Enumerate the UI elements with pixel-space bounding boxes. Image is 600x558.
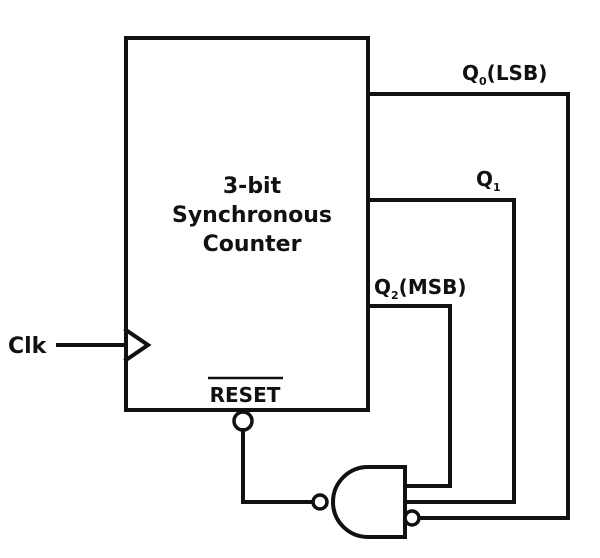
- q0-input-inversion-bubble: [403, 509, 421, 527]
- counter-title-line3: Counter: [203, 232, 302, 257]
- reset-wire: [241, 428, 314, 504]
- q2-label: Q2(MSB): [374, 275, 467, 302]
- q0-feedback-wire: [366, 92, 570, 520]
- reset-label: RESET: [210, 383, 281, 407]
- q1-label: Q1: [476, 167, 501, 194]
- q0-label: Q0(LSB): [462, 61, 547, 88]
- counter-title-line1: 3-bit: [223, 174, 282, 199]
- counter-title-line2: Synchronous: [172, 203, 332, 228]
- q2-feedback-wire: [366, 304, 452, 488]
- nand-gate: [331, 465, 407, 539]
- clock-label: Clk: [8, 334, 48, 359]
- counter-block: [124, 36, 370, 412]
- reset-inversion-bubble: [232, 410, 254, 432]
- nand-output-bubble: [311, 493, 329, 511]
- q1-feedback-wire: [366, 198, 516, 504]
- clock-edge-triangle: [123, 327, 152, 363]
